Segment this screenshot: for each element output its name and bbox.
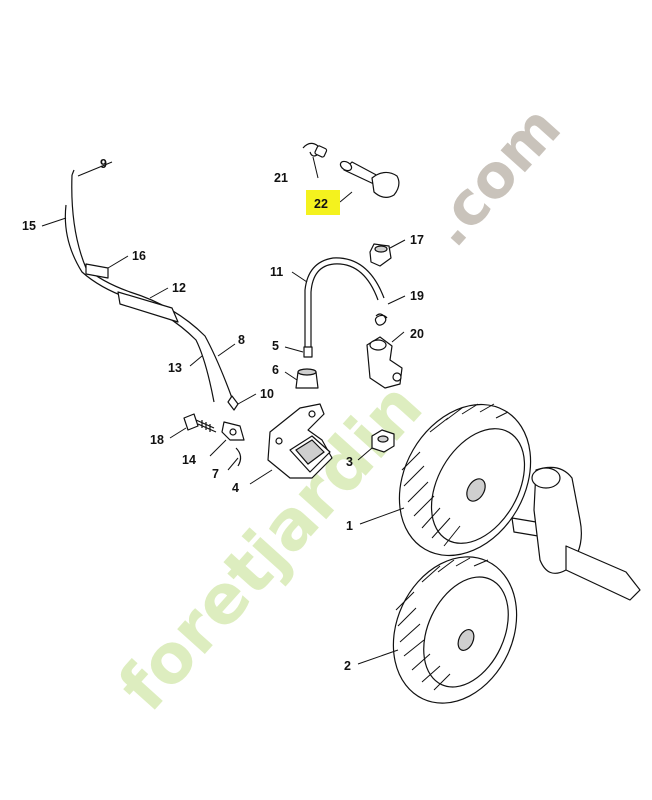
part-22-spark-plug-cap (339, 160, 400, 198)
callout-20: 20 (410, 327, 424, 341)
callout-10: 10 (260, 387, 274, 401)
svg-text:.com: .com (414, 93, 574, 260)
callout-13: 13 (168, 361, 182, 375)
callout-2: 2 (344, 659, 351, 673)
part-4-ignition-module (267, 403, 333, 479)
callout-17: 17 (410, 233, 424, 247)
part-2-flywheel (392, 556, 518, 704)
callout-19: 19 (410, 289, 424, 303)
callout-22-highlight (306, 190, 340, 215)
callout-1: 1 (346, 519, 353, 533)
part-18-screw (183, 413, 217, 433)
callout-12: 12 (172, 281, 186, 295)
callout-21: 21 (274, 171, 288, 185)
callout-9: 9 (100, 157, 107, 171)
part-6-grommet (295, 368, 319, 389)
part-21-spring-clip (302, 142, 328, 158)
callout-8: 8 (238, 333, 245, 347)
part-11-ignition-lead (303, 257, 385, 358)
callout-18: 18 (150, 433, 164, 447)
leader-lines (41, 156, 406, 665)
short-circuit-wires (64, 169, 245, 441)
part-7-terminal (235, 447, 242, 467)
part-20-connector (366, 336, 403, 389)
callout-16: 16 (132, 249, 146, 263)
watermark: foretjardin (104, 368, 438, 727)
callout-7: 7 (212, 467, 219, 481)
callout-14: 14 (182, 453, 196, 467)
part-17-grommet (369, 243, 392, 267)
callout-3: 3 (346, 455, 353, 469)
callout-11: 11 (270, 265, 283, 279)
watermark-tld: .com (414, 93, 574, 260)
callout-22: 22 (314, 197, 328, 211)
callout-15: 15 (22, 219, 36, 233)
callout-labels: 21 22 17 11 19 20 5 6 10 8 9 15 16 12 13… (22, 157, 424, 673)
svg-text:foretjardin: foretjardin (104, 368, 438, 727)
callout-6: 6 (272, 363, 279, 377)
crankshaft (511, 466, 641, 601)
watermark-main: foretjardin (104, 368, 438, 727)
callout-5: 5 (272, 339, 279, 353)
part-19-spring (374, 313, 388, 326)
callout-4: 4 (232, 481, 239, 495)
part-1-flywheel (398, 403, 532, 557)
